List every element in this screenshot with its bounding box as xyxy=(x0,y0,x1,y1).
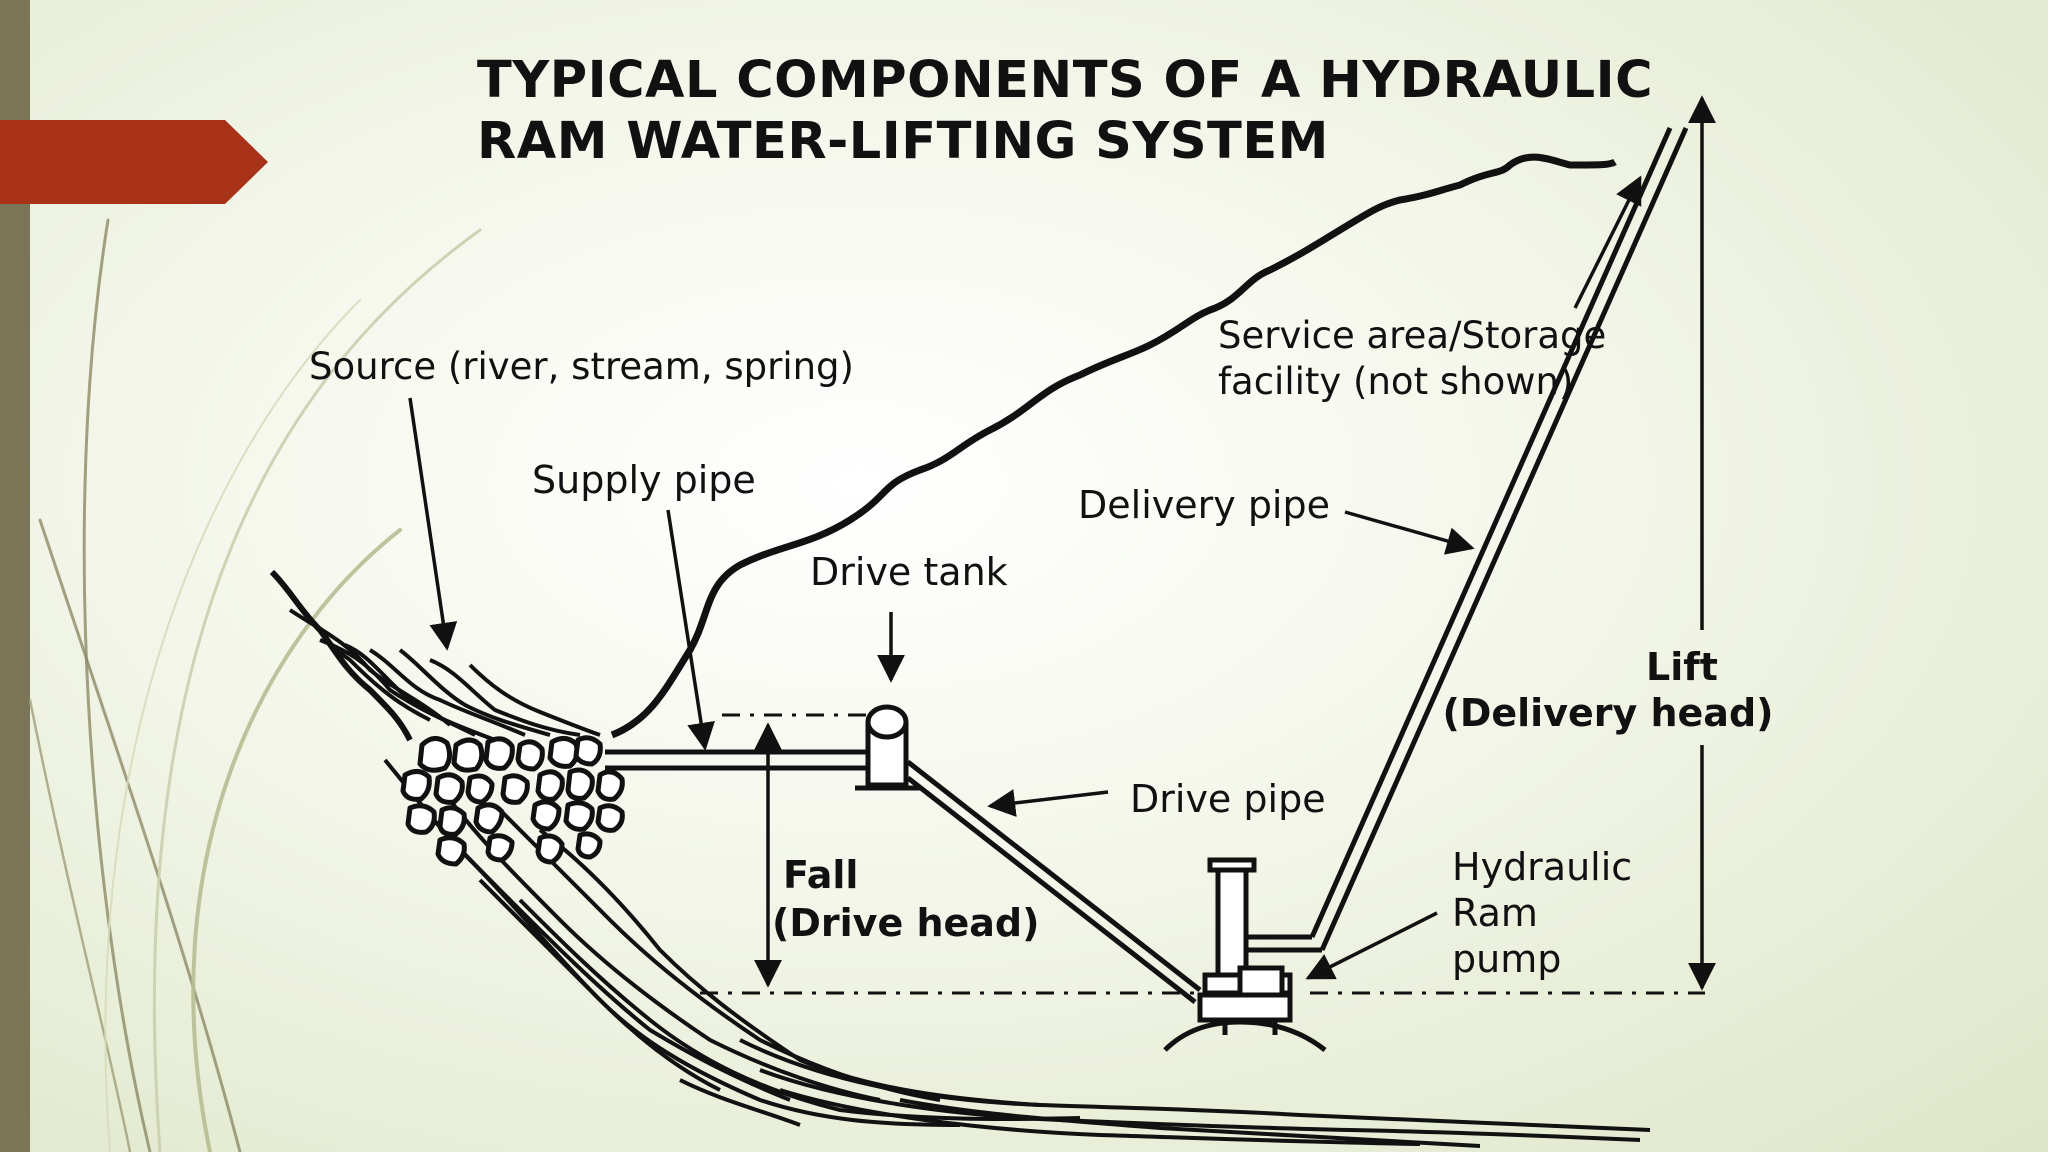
label-source: Source (river, stream, spring) xyxy=(309,345,854,388)
left-bank xyxy=(269,569,413,742)
label-delivery-pipe: Delivery pipe xyxy=(1078,483,1330,527)
accent-arrow-shape xyxy=(0,120,268,204)
label-service-area-line2: facility (not shown) xyxy=(1218,360,1573,403)
slide-title: TYPICAL COMPONENTS OF A HYDRAULIC RAM WA… xyxy=(477,50,1777,172)
label-ram-line2: Ram xyxy=(1452,891,1538,935)
label-fall-line2: (Drive head) xyxy=(772,901,1039,945)
hydraulic-ram-pump xyxy=(1163,857,1327,1052)
drive-tank xyxy=(855,704,920,791)
label-supply-pipe: Supply pipe xyxy=(532,458,756,502)
label-lift-line1: Lift xyxy=(1646,645,1718,689)
label-service-area-line1: Service area/Storage xyxy=(1218,314,1606,357)
hillside-outline xyxy=(610,153,1617,739)
label-pointers xyxy=(408,175,1642,980)
label-ram-line3: pump xyxy=(1452,937,1561,981)
label-lift-line2: (Delivery head) xyxy=(1442,691,1773,735)
supply-pipe xyxy=(605,749,868,771)
label-ram-line1: Hydraulic xyxy=(1452,845,1632,889)
label-fall-line1: Fall xyxy=(783,853,858,897)
rock-pile xyxy=(400,735,625,867)
title-line-2: RAM WATER-LIFTING SYSTEM xyxy=(477,112,1329,171)
delivery-pipe xyxy=(1246,126,1689,953)
label-drive-pipe: Drive pipe xyxy=(1130,777,1326,821)
title-line-1: TYPICAL COMPONENTS OF A HYDRAULIC xyxy=(477,51,1654,110)
label-drive-tank: Drive tank xyxy=(810,550,1008,594)
reference-lines xyxy=(700,713,1705,995)
stream-lines xyxy=(270,570,1651,1148)
drive-pipe xyxy=(906,760,1202,1004)
